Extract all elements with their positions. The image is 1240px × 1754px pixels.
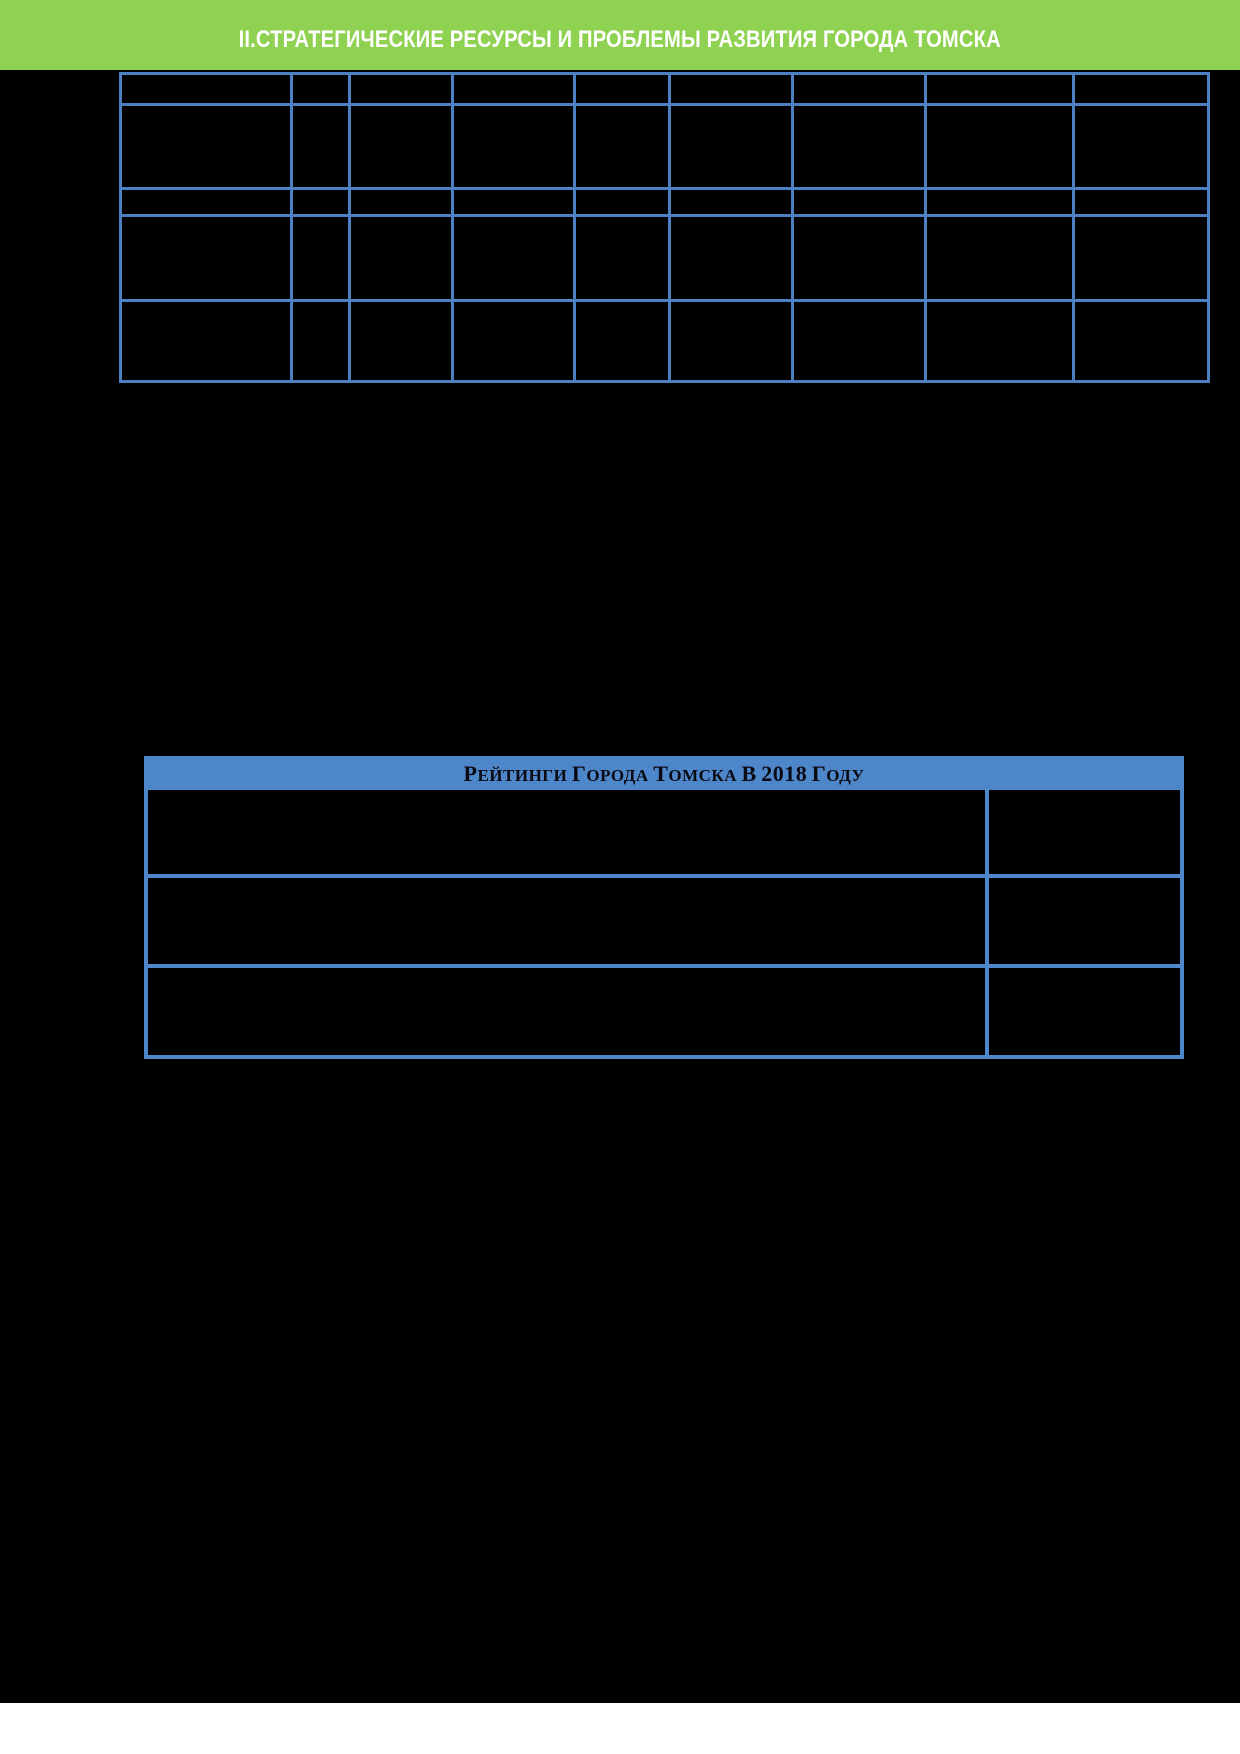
- empty-cell: [290, 299, 351, 383]
- empty-cell: [119, 103, 293, 190]
- empty-cell: [119, 299, 293, 383]
- empty-cell: [924, 299, 1075, 383]
- empty-cell: [348, 103, 454, 190]
- empty-cell: [290, 187, 351, 217]
- empty-cell: [573, 187, 671, 217]
- empty-cell: [451, 214, 576, 302]
- table-row: [119, 187, 1210, 217]
- empty-cell: [924, 103, 1075, 190]
- empty-cell: [348, 299, 454, 383]
- empty-cell: [668, 103, 794, 190]
- empty-cell: [573, 299, 671, 383]
- ratings-table-header-row: РЕЙТИНГИ ГОРОДА ТОМСКА В 2018 ГОДУ: [144, 756, 1184, 790]
- page-bottom-margin: [0, 1703, 1240, 1754]
- empty-cell: [1072, 299, 1210, 383]
- empty-cell: [985, 874, 1184, 968]
- empty-cell: [668, 72, 794, 106]
- empty-cell: [1072, 187, 1210, 217]
- empty-cell: [144, 786, 989, 878]
- empty-cell: [791, 103, 927, 190]
- empty-cell: [348, 187, 454, 217]
- table-row: [119, 72, 1210, 106]
- empty-cell: [119, 214, 293, 302]
- empty-cell: [1072, 72, 1210, 106]
- empty-cell: [348, 72, 454, 106]
- empty-cell: [791, 214, 927, 302]
- empty-cell: [144, 874, 989, 968]
- table-row: [119, 214, 1210, 302]
- table-row: [119, 299, 1210, 383]
- ratings-table: РЕЙТИНГИ ГОРОДА ТОМСКА В 2018 ГОДУ: [144, 756, 1184, 1059]
- empty-cell: [985, 964, 1184, 1059]
- empty-cell: [1072, 103, 1210, 190]
- empty-cell: [451, 299, 576, 383]
- empty-cell: [668, 299, 794, 383]
- empty-cell: [668, 187, 794, 217]
- table-row: [144, 786, 1184, 878]
- empty-cell: [573, 214, 671, 302]
- empty-cell: [119, 187, 293, 217]
- empty-cell: [290, 214, 351, 302]
- section-header-bar: II.СТРАТЕГИЧЕСКИЕ РЕСУРСЫ И ПРОБЛЕМЫ РАЗ…: [0, 0, 1240, 70]
- empty-cell: [573, 103, 671, 190]
- empty-cell: [1072, 214, 1210, 302]
- empty-cell: [573, 72, 671, 106]
- empty-cell: [348, 214, 454, 302]
- empty-cell: [290, 72, 351, 106]
- ratings-table-title: РЕЙТИНГИ ГОРОДА ТОМСКА В 2018 ГОДУ: [463, 761, 865, 786]
- empty-cell: [924, 187, 1075, 217]
- empty-cell: [924, 72, 1075, 106]
- indicators-table: [119, 72, 1210, 383]
- table-row: [119, 103, 1210, 190]
- empty-cell: [144, 964, 989, 1059]
- empty-cell: [791, 187, 927, 217]
- table-row: [144, 874, 1184, 968]
- ratings-table-header-cell: РЕЙТИНГИ ГОРОДА ТОМСКА В 2018 ГОДУ: [144, 756, 1184, 790]
- empty-cell: [924, 214, 1075, 302]
- empty-cell: [791, 299, 927, 383]
- empty-cell: [451, 187, 576, 217]
- section-title: II.СТРАТЕГИЧЕСКИЕ РЕСУРСЫ И ПРОБЛЕМЫ РАЗ…: [238, 26, 1002, 53]
- table-row: [144, 964, 1184, 1059]
- empty-cell: [290, 103, 351, 190]
- empty-cell: [119, 72, 293, 106]
- empty-cell: [451, 103, 576, 190]
- empty-cell: [668, 214, 794, 302]
- empty-cell: [791, 72, 927, 106]
- empty-cell: [985, 786, 1184, 878]
- empty-cell: [451, 72, 576, 106]
